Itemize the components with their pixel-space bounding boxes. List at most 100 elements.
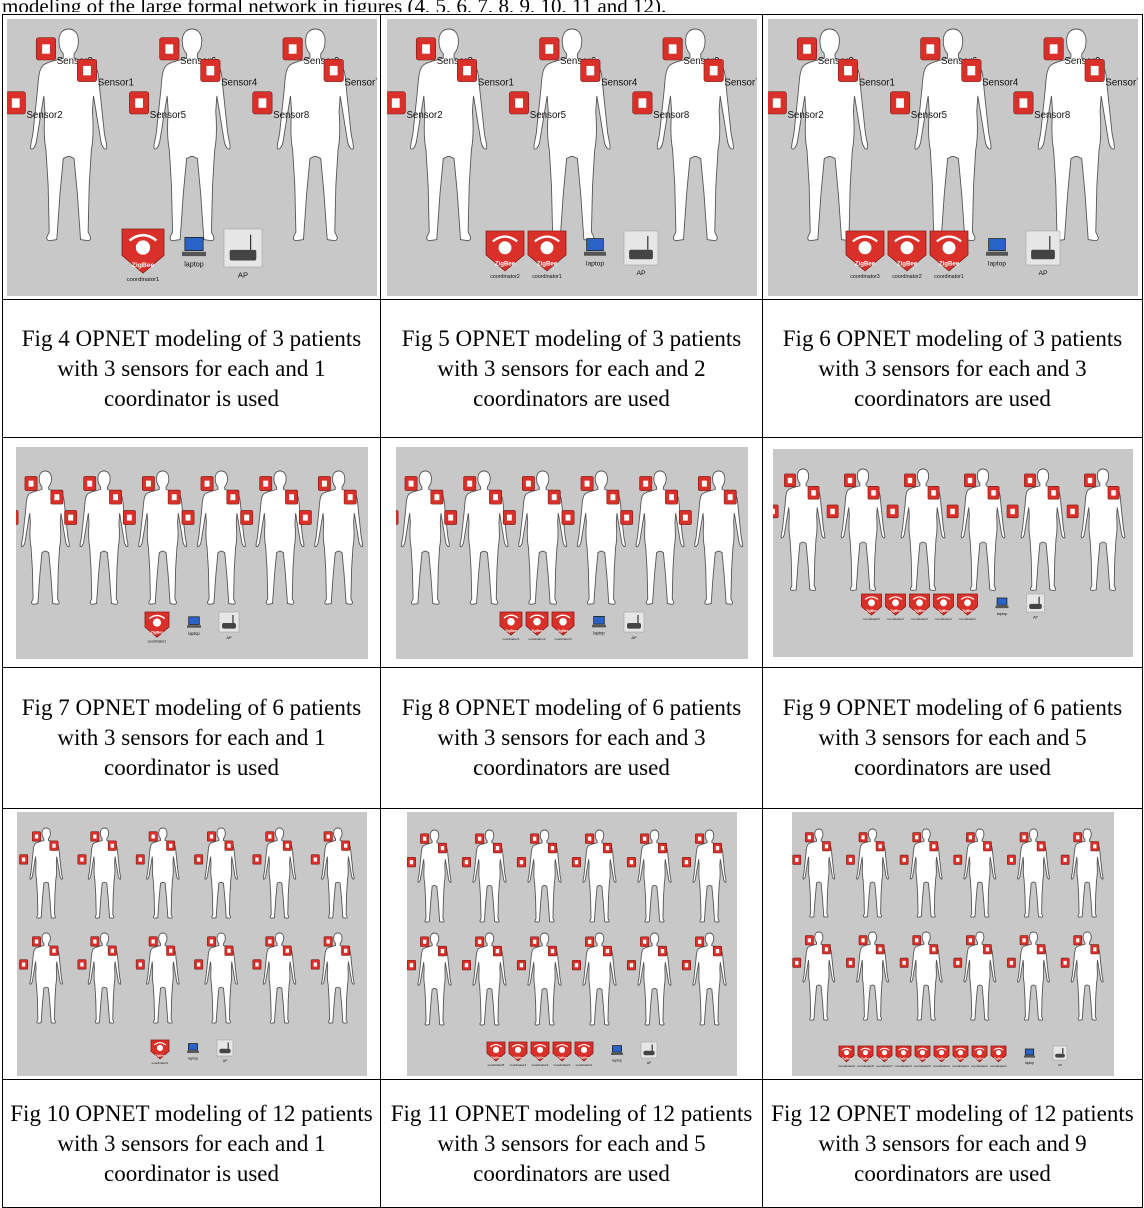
sensor-glyph [434, 494, 439, 500]
ap-label: AP [1038, 269, 1048, 276]
sensor-glyph [1019, 98, 1027, 107]
sensor-glyph [138, 963, 141, 967]
sensor-glyph [255, 963, 258, 967]
sensor-glyph [550, 949, 553, 953]
laptop-label: laptop [1025, 1061, 1034, 1065]
sensor-glyph [871, 490, 875, 495]
sensor-glyph [684, 963, 687, 967]
sensor-glyph [587, 837, 590, 841]
laptop-base [995, 605, 1008, 607]
coordinator-label: coordinator3 [952, 1064, 969, 1068]
sensor-glyph [643, 480, 648, 486]
laptop-screen [188, 1044, 197, 1051]
zigbee-glyph [964, 599, 971, 606]
sensor-glyph [848, 961, 851, 965]
sensor-glyph [347, 494, 352, 500]
sensor-label: Sensor1 [858, 77, 894, 88]
sensor-glyph [844, 65, 852, 74]
zigbee-glyph [868, 599, 875, 606]
laptop-base [187, 1051, 199, 1053]
sensor-glyph [624, 514, 629, 520]
sensor-glyph [932, 844, 935, 848]
ap-box [222, 623, 236, 629]
sensor-glyph [138, 858, 141, 862]
zigbee-text: ZigBee [494, 260, 515, 267]
zigbee-glyph [900, 241, 913, 254]
sensor-label: Sensor4 [601, 77, 638, 88]
sensor-glyph [244, 514, 249, 520]
zigbee-glyph [900, 1050, 905, 1055]
laptop-label: laptop [988, 260, 1006, 267]
sensor-label: Sensor4 [221, 77, 258, 88]
zigbee-glyph [938, 1050, 943, 1055]
sensor-glyph [642, 940, 645, 944]
sensor-glyph [1009, 858, 1012, 862]
ap-label: AP [222, 1059, 226, 1063]
sensor-glyph [87, 480, 92, 486]
sensor-glyph [715, 846, 718, 850]
zigbee-text: ZigBee [131, 261, 154, 268]
sensor-glyph [165, 44, 173, 53]
sensor-glyph [803, 44, 811, 53]
sensor-glyph [545, 44, 553, 53]
coordinator-label: coordinator4 [933, 1064, 950, 1068]
ap-background [219, 612, 239, 632]
coordinator-label: coordinator6 [895, 1064, 912, 1068]
opnet-scene: ZigBeecoordinator1laptopAP [17, 812, 367, 1076]
sensor-glyph [171, 494, 176, 500]
zigbee-glyph [492, 1047, 498, 1053]
coordinator-label: coordinator2 [971, 1064, 988, 1068]
sensor-glyph [422, 837, 425, 841]
sensor-glyph [701, 480, 706, 486]
opnet-panel: ZigBeecoordinator5ZigBeecoordinator4ZigB… [407, 812, 737, 1076]
zigbee-glyph [559, 617, 566, 624]
sensor-glyph [255, 858, 258, 862]
zigbee-text: ZigBee [150, 630, 163, 634]
sensor-glyph [83, 65, 91, 74]
sensor-glyph [1087, 477, 1091, 482]
sensor-glyph [227, 844, 230, 848]
opnet-panel: Sensor3Sensor1Sensor2Sensor6Sensor4Senso… [768, 19, 1138, 296]
caption-row-3: Fig 10 OPNET modeling of 12 patients wit… [3, 1080, 1143, 1208]
sensor-glyph [477, 837, 480, 841]
opnet-scene: Sensor3Sensor1Sensor2Sensor6Sensor4Senso… [7, 19, 377, 296]
opnet-panel: ZigBeecoordinator9ZigBeecoordinator8ZigB… [792, 812, 1114, 1076]
sensor-glyph [878, 844, 881, 848]
ap-background [1026, 594, 1044, 612]
figure-caption: Fig 7 OPNET modeling of 6 patients with … [3, 668, 381, 809]
ap-box [1055, 1054, 1065, 1058]
laptop-screen [612, 1046, 621, 1053]
sensor-glyph [151, 835, 154, 839]
sensor-glyph [587, 940, 590, 944]
sensor-glyph [574, 963, 577, 967]
coordinator-label: coordinator3 [850, 274, 880, 280]
sensor-glyph [1022, 938, 1025, 942]
sensor-glyph [506, 514, 511, 520]
sensor-glyph [519, 963, 522, 967]
zigbee-text: ZigBee [534, 1055, 544, 1059]
ap-box [1031, 249, 1055, 259]
sensor-glyph [532, 837, 535, 841]
sensor-glyph [227, 949, 230, 953]
sensor-glyph [464, 963, 467, 967]
sensor-glyph [21, 858, 24, 862]
sensor-glyph [861, 835, 864, 839]
sensor-glyph [1010, 508, 1014, 513]
zigbee-text: ZigBee [993, 1057, 1003, 1061]
sensor-glyph [52, 844, 55, 848]
sensor-glyph [1063, 858, 1066, 862]
sensor-glyph [495, 949, 498, 953]
zigbee-text: ZigBee [860, 1057, 870, 1061]
sensor-glyph [313, 963, 316, 967]
sensor-glyph [196, 963, 199, 967]
coordinator-label: coordinator5 [863, 617, 880, 621]
sensor-glyph [956, 858, 959, 862]
ap-box [627, 623, 641, 629]
laptop-screen [593, 616, 604, 624]
sensor-glyph [824, 844, 827, 848]
sensor-glyph [209, 835, 212, 839]
sensor-glyph [168, 949, 171, 953]
sensor-glyph [151, 940, 154, 944]
zigbee-glyph [995, 1050, 1000, 1055]
